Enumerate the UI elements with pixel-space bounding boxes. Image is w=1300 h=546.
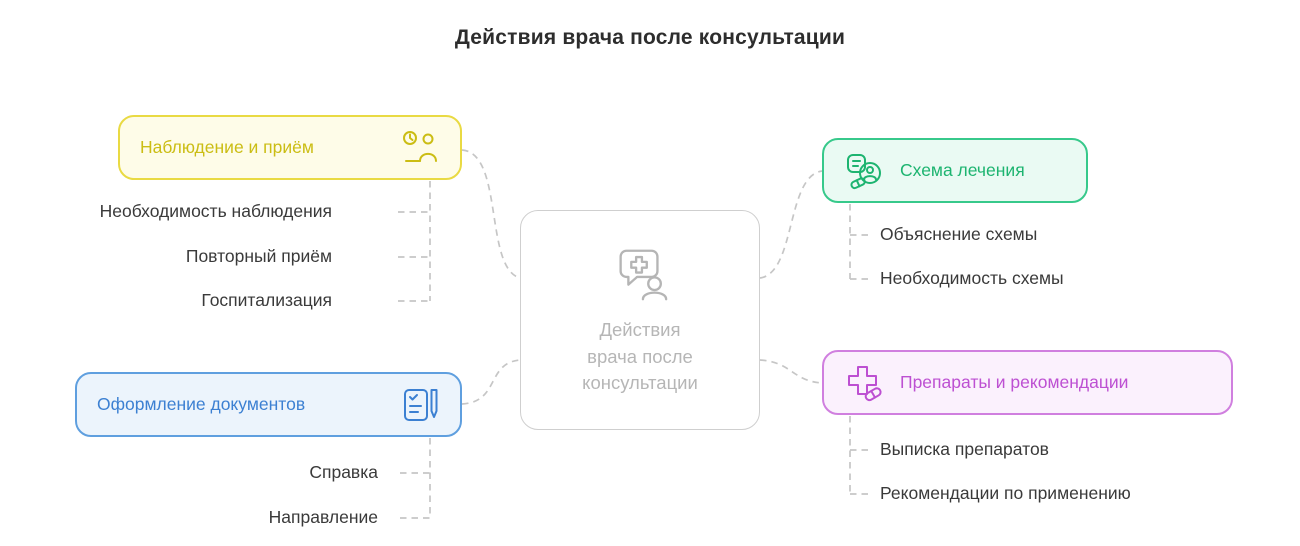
branch-observation[interactable]: Наблюдение и приём bbox=[118, 115, 462, 180]
document-pen-icon bbox=[400, 385, 440, 425]
central-node-line-1: Действия bbox=[599, 318, 681, 340]
leaf-referral[interactable]: Направление bbox=[268, 507, 378, 527]
leaf-repeat-appointment[interactable]: Повторный приём bbox=[185, 246, 332, 266]
branch-observation-label: Наблюдение и приём bbox=[140, 137, 314, 157]
central-node-line-3: консультации bbox=[582, 372, 698, 394]
diagram-title: Действия врача после консультации bbox=[454, 26, 846, 49]
branch-medications-label: Препараты и рекомендации bbox=[900, 372, 1129, 392]
central-node[interactable]: Действия врача после консультации bbox=[520, 210, 760, 430]
treatment-plan-icon bbox=[844, 151, 884, 191]
consultation-icon bbox=[609, 243, 671, 305]
leaf-scheme-explanation[interactable]: Объяснение схемы bbox=[880, 224, 1038, 244]
branch-treatment-plan[interactable]: Схема лечения bbox=[822, 138, 1088, 203]
leaf-scheme-need[interactable]: Необходимость схемы bbox=[880, 268, 1064, 288]
central-node-line-2: врача после bbox=[587, 345, 693, 367]
leaf-prescription[interactable]: Выписка препаратов bbox=[880, 439, 1049, 459]
leaf-observation-need[interactable]: Необходимость наблюдения bbox=[99, 201, 332, 221]
branch-documents[interactable]: Оформление документов bbox=[75, 372, 462, 437]
leaf-usage-recommendations[interactable]: Рекомендации по применению bbox=[880, 483, 1131, 503]
leaf-hospitalization[interactable]: Госпитализация bbox=[201, 290, 332, 310]
central-node-label: Действия врача после консультации bbox=[582, 317, 698, 397]
appointment-clock-person-icon bbox=[400, 128, 440, 168]
branch-documents-label: Оформление документов bbox=[97, 394, 306, 414]
leaf-certificate[interactable]: Справка bbox=[309, 462, 378, 482]
branch-treatment-plan-label: Схема лечения bbox=[900, 160, 1025, 180]
medication-cross-pill-icon bbox=[844, 363, 884, 403]
branch-medications[interactable]: Препараты и рекомендации bbox=[822, 350, 1233, 415]
